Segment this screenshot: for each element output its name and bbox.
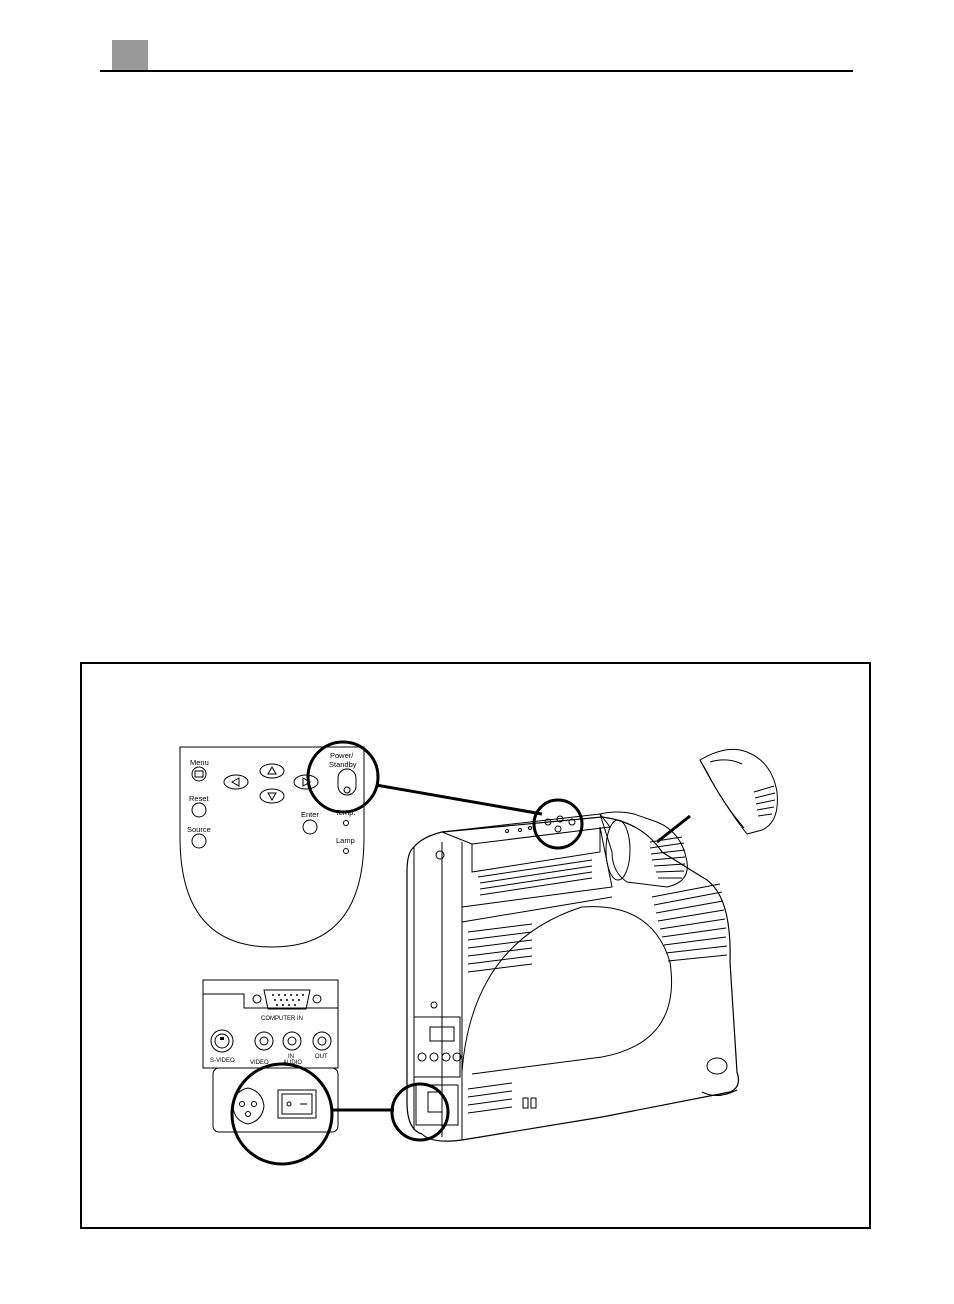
audio-out-label: OUT — [315, 1054, 328, 1060]
header-tab-marker — [112, 40, 148, 70]
lamp-label: Lamp — [336, 836, 355, 845]
reset-label: Reset — [189, 794, 210, 803]
rear-connectors — [414, 1017, 461, 1125]
power-switch[interactable] — [278, 1090, 316, 1118]
down-arrow-button[interactable] — [260, 789, 284, 803]
projector-lens — [600, 812, 690, 887]
left-arrow-button[interactable] — [224, 775, 248, 789]
computer-in-label: COMPUTER IN — [261, 1016, 303, 1022]
top-vents — [478, 860, 592, 895]
figure-frame: Menu Reset Source Enter — [80, 662, 871, 1229]
svideo-port[interactable]: S-VIDEO — [210, 1030, 235, 1064]
control-panel: Menu Reset Source Enter — [180, 742, 378, 947]
computer-in-port[interactable]: COMPUTER IN — [253, 990, 321, 1022]
right-arrow-button[interactable] — [294, 775, 318, 789]
reset-button[interactable]: Reset — [189, 794, 210, 817]
video-port[interactable]: VIDEO — [250, 1032, 273, 1066]
rear-vents — [468, 924, 532, 1113]
menu-label: Menu — [190, 758, 209, 767]
side-vents — [652, 884, 727, 961]
projector-illustration: Menu Reset Source Enter — [82, 664, 869, 1227]
lens-cap — [700, 749, 777, 834]
enter-button[interactable]: Enter — [301, 810, 319, 834]
enter-label: Enter — [301, 810, 319, 819]
svideo-label: S-VIDEO — [210, 1058, 235, 1064]
menu-button[interactable]: Menu — [190, 758, 209, 781]
power-label-line1: Power/ — [330, 751, 354, 760]
audio-in-port[interactable]: IN AUDIO — [283, 1032, 302, 1066]
source-button[interactable]: Source — [187, 825, 211, 848]
audio-out-port[interactable]: OUT — [313, 1032, 331, 1060]
lens-cap-ridges — [754, 786, 775, 816]
projector-body — [392, 800, 738, 1141]
header-rule — [100, 70, 853, 72]
connector-panel: COMPUTER IN S-VIDEO VIDEO IN AUDIO OUT — [203, 980, 338, 1164]
power-standby-button[interactable]: Power/ Standby — [329, 751, 357, 795]
lamp-indicator: Lamp — [336, 836, 355, 854]
power-label-line2: Standby — [329, 760, 357, 769]
up-arrow-button[interactable] — [260, 764, 284, 778]
power-callout-line — [376, 785, 542, 814]
source-label: Source — [187, 825, 211, 834]
